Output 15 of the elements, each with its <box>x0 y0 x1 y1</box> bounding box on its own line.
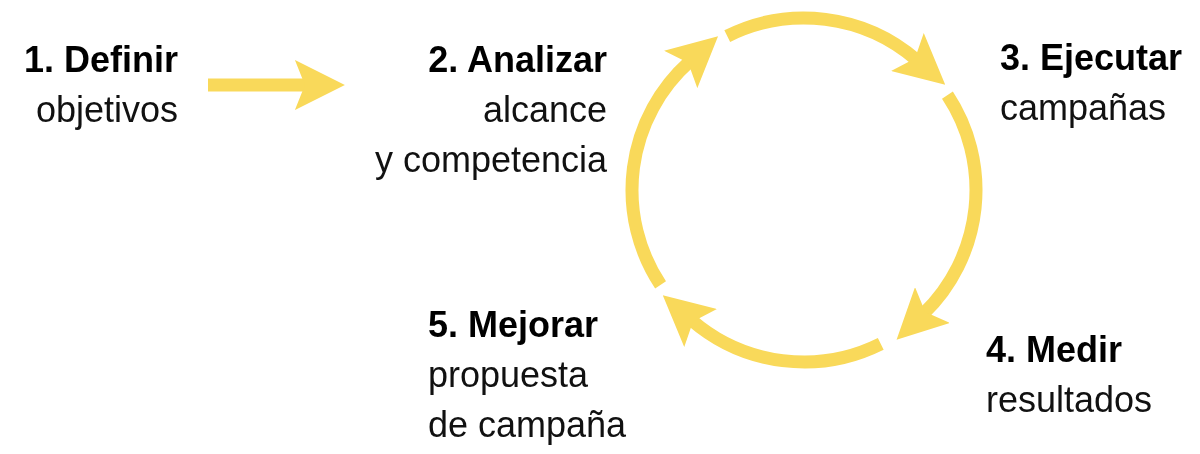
cycle-arrow <box>661 297 884 369</box>
step-description: propuesta de campaña <box>428 353 627 447</box>
step-description: alcance y competencia <box>374 88 607 182</box>
step-title: 2. Analizar <box>428 38 607 82</box>
step-description: campañas <box>1000 86 1167 130</box>
cycle-arrow <box>625 34 717 289</box>
arrow <box>208 60 345 110</box>
step-title: 4. Medir <box>986 328 1123 372</box>
step-description: objetivos <box>35 88 178 132</box>
cycle-arrow <box>898 91 983 342</box>
cycle-arrow <box>724 11 947 83</box>
step-title: 5. Mejorar <box>428 303 599 347</box>
step-title: 1. Definir <box>23 38 178 82</box>
step-description: resultados <box>986 378 1153 422</box>
step-title: 3. Ejecutar <box>1000 36 1183 80</box>
